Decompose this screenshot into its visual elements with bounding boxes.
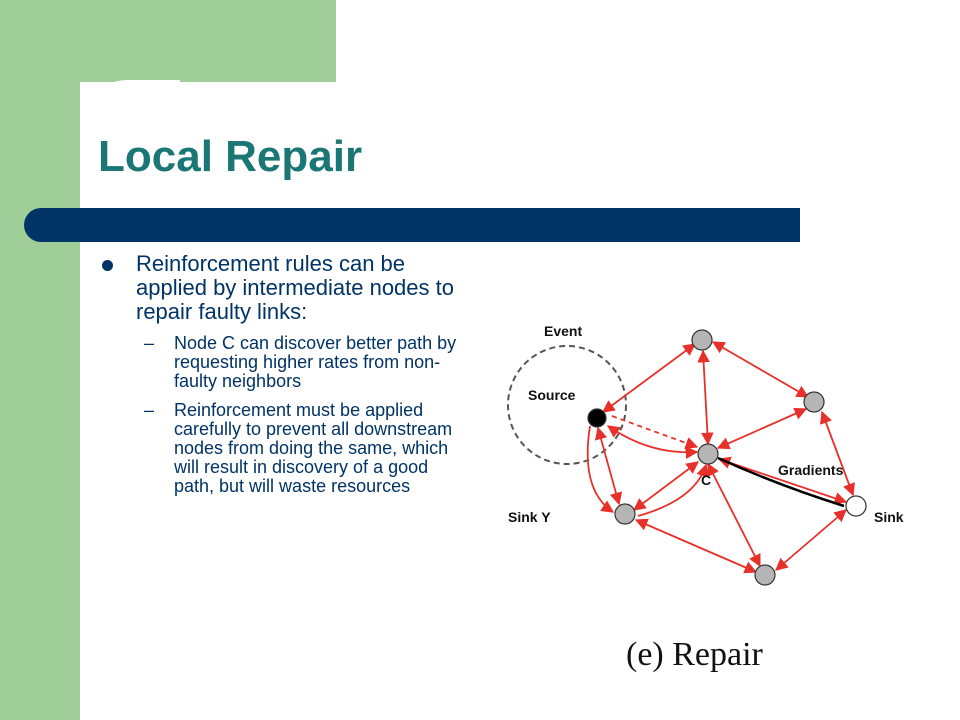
node-c-label: C [701,472,711,488]
sensor-nodes [587,329,867,586]
network-node [697,443,719,465]
source-node [587,408,607,428]
bullet-point: Reinforcement rules can be applied by in… [100,252,470,324]
event-region-circle [507,345,627,465]
link [611,415,699,450]
sink-label: Sink [874,509,904,525]
sink-y-label: Sink Y [508,509,551,525]
network-node [614,503,636,525]
link [634,518,758,574]
network-node [754,564,776,586]
network-node [803,391,825,413]
link [820,410,855,497]
bullet-text: Reinforcement rules can be applied by in… [136,251,454,324]
source-label: Source [528,387,576,403]
repair-network-diagram: Event Source Gradients C Sink Sink Y [507,323,904,586]
slide-content: Reinforcement rules can be applied by in… [100,252,470,496]
sub-bullet: – Node C can discover better path by req… [100,334,470,391]
sub-bullet-text: Reinforcement must be applied carefully … [174,400,453,496]
bullet-dot-icon [102,260,113,271]
link [711,341,810,398]
title-underline-bar [24,208,800,242]
link [716,407,808,450]
sub-bullet: – Reinforcement must be applied carefull… [100,401,470,496]
link [594,426,623,506]
network-node [691,329,713,351]
diagram-caption: (e) Repair [626,636,763,673]
link [697,349,714,446]
link [632,461,700,511]
link [637,463,709,517]
green-top-band [80,0,336,82]
dash-icon: – [144,333,155,353]
content-corner [80,80,180,180]
link [707,462,761,568]
slide-title: Local Repair [98,132,363,181]
gradients-label: Gradients [778,462,844,478]
reinforced-path [717,456,845,508]
green-side-band [0,0,80,720]
link [586,425,615,513]
link [606,425,699,460]
sink-node [845,495,867,517]
dash-icon: – [144,400,155,420]
sub-bullet-text: Node C can discover better path by reque… [174,333,457,391]
gradient-links [586,341,855,574]
event-label: Event [544,323,582,339]
link [601,343,697,413]
link [775,509,847,571]
